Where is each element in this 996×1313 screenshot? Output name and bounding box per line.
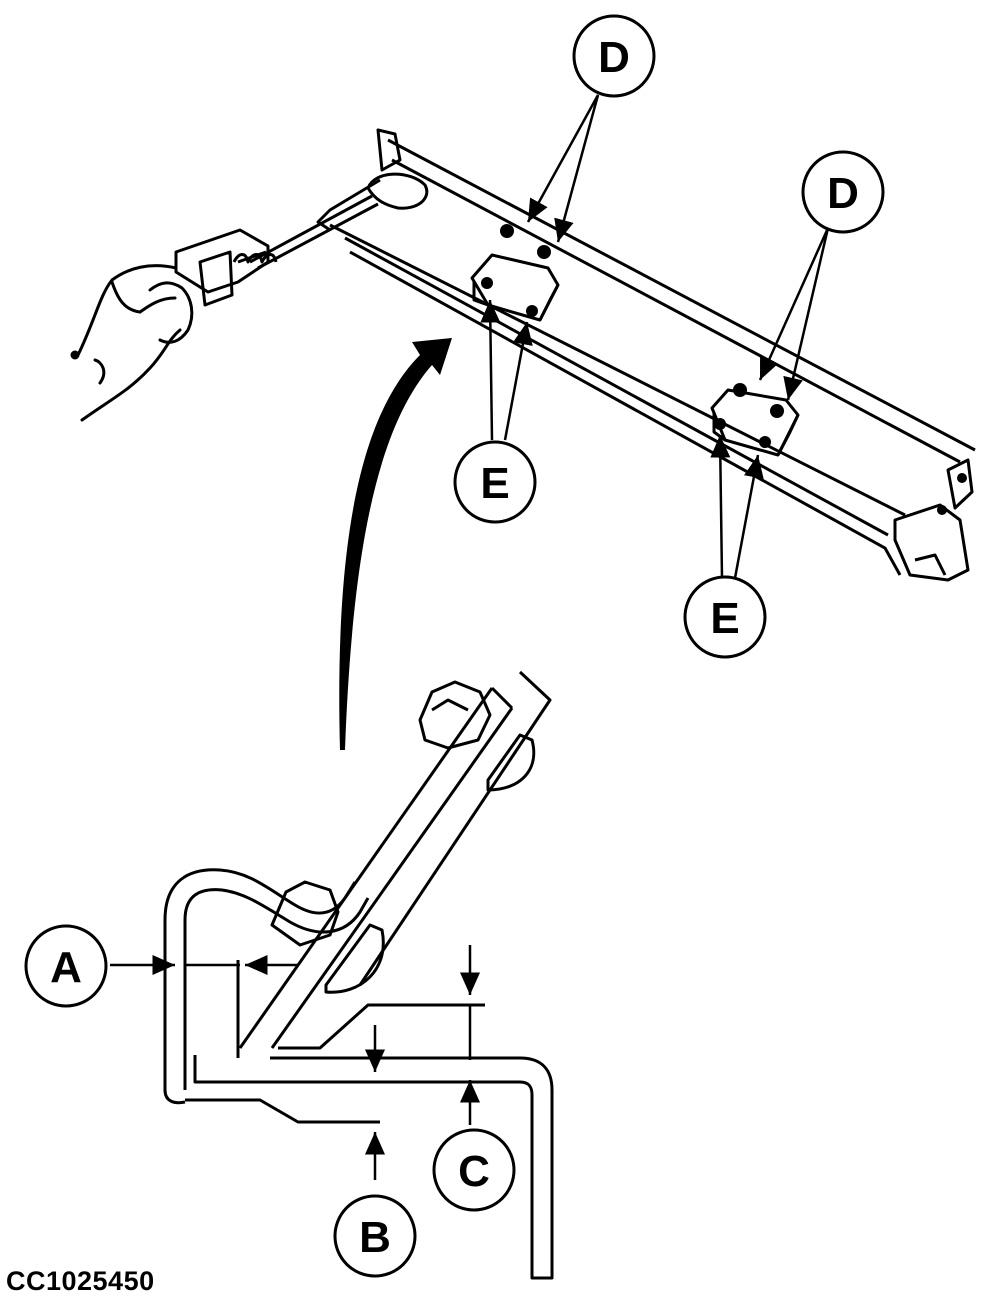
leader-arrows-e <box>480 299 764 579</box>
svg-text:E: E <box>710 594 739 643</box>
bolts-plate-2 <box>714 383 967 515</box>
detail-reference-arrow <box>339 338 452 750</box>
bolts-plate-1 <box>481 224 551 317</box>
svg-text:E: E <box>480 459 509 508</box>
callout-d1: D <box>572 14 656 98</box>
bracket-detail <box>163 670 554 1280</box>
svg-text:C: C <box>458 1147 490 1196</box>
figure-id-label: CC1025450 <box>6 1266 155 1296</box>
svg-text:D: D <box>598 33 630 82</box>
leader-arrows-d <box>526 94 830 401</box>
svg-text:D: D <box>827 169 859 218</box>
callout-e2: E <box>683 575 767 659</box>
frame-bar-assembly <box>174 128 976 582</box>
callout-c: C <box>432 1128 516 1212</box>
callout-a: A <box>24 924 108 1008</box>
callout-e1: E <box>453 440 537 524</box>
svg-text:A: A <box>50 943 82 992</box>
callout-b: B <box>333 1194 417 1278</box>
hand-illustration <box>70 264 194 422</box>
callout-d2: D <box>801 150 885 234</box>
svg-text:B: B <box>359 1213 391 1262</box>
